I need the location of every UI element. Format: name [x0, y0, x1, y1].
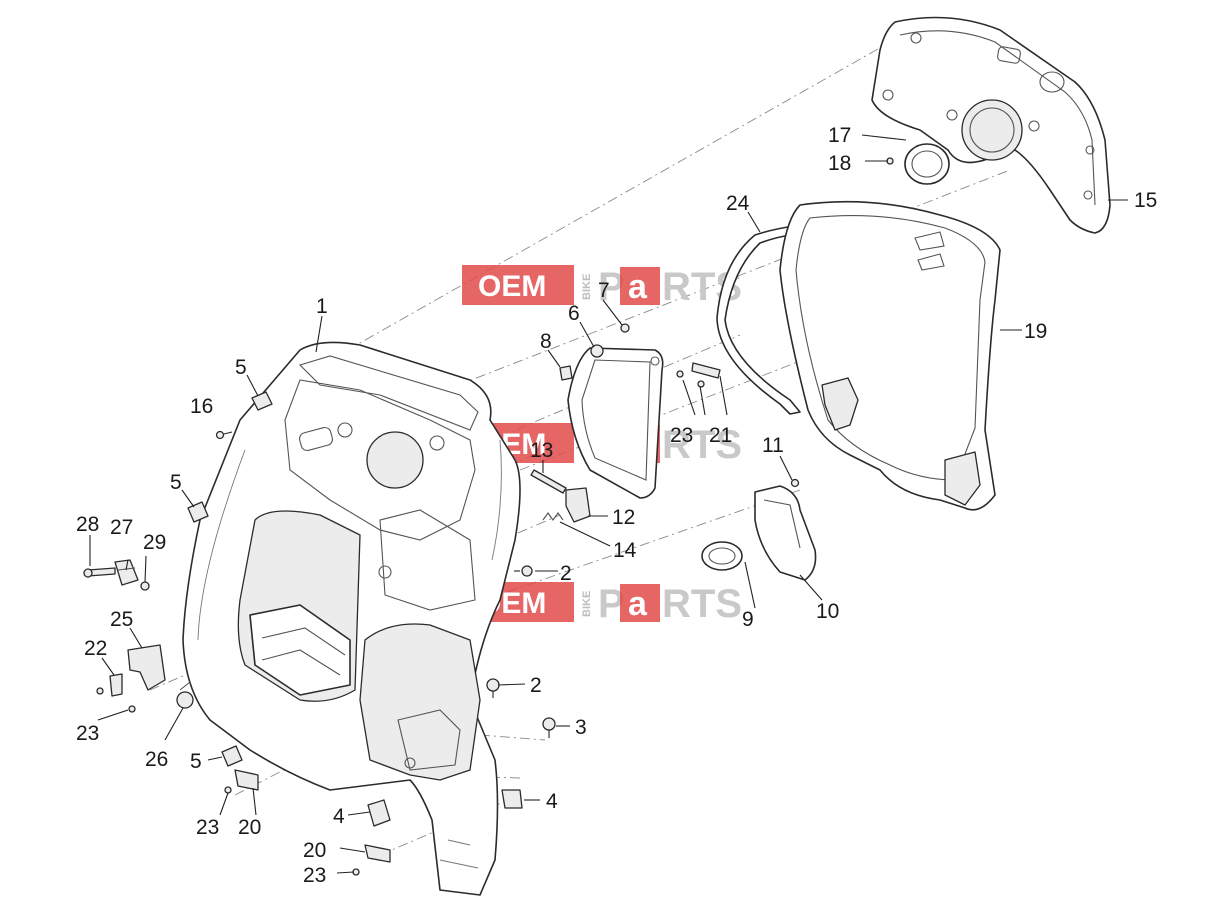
- part-4-clip-a: [367, 799, 391, 827]
- callout-25: 25: [110, 608, 133, 631]
- part-4-clip-b: [501, 789, 523, 809]
- part-22-plate: [109, 673, 123, 697]
- part-23-screw-c: [224, 786, 232, 794]
- part-3-fastener: [542, 717, 556, 738]
- part-23-screw-b: [128, 705, 136, 713]
- watermark-row-3: OEM BIKE P a RTS: [462, 582, 742, 626]
- part-23-screw-e: [676, 370, 684, 378]
- callout-13: 13: [530, 439, 553, 462]
- part-25-bracket: [127, 644, 166, 691]
- callout-14: 14: [613, 539, 637, 562]
- callout-18: 18: [828, 152, 851, 175]
- watermark-a: a: [628, 585, 648, 623]
- callout-20-left: 20: [238, 816, 261, 839]
- callout-5-top: 5: [235, 356, 247, 379]
- callout-5-mid: 5: [170, 471, 182, 494]
- callout-23-bottom-left: 23: [196, 816, 219, 839]
- callout-17: 17: [828, 124, 851, 147]
- part-29-nut: [140, 581, 150, 591]
- watermark-red-square: [620, 267, 660, 305]
- part-10-cover: [754, 485, 817, 581]
- part-20-plate-a: [234, 769, 259, 791]
- callout-27: 27: [110, 516, 133, 539]
- watermark-a: a: [628, 268, 648, 306]
- callout-8: 8: [540, 330, 552, 353]
- callout-29: 29: [143, 531, 166, 554]
- callout-21: 21: [709, 424, 732, 447]
- part-23-screw-a: [96, 687, 104, 695]
- callout-19: 19: [1024, 320, 1047, 343]
- part-17-ring: [904, 143, 950, 185]
- part-8-clip: [559, 365, 573, 381]
- callout-6: 6: [568, 302, 580, 325]
- part-14-spring: [542, 512, 564, 521]
- watermark-bike: BIKE: [581, 274, 593, 300]
- callout-22: 22: [84, 637, 107, 660]
- callout-23-bottom: 23: [303, 864, 326, 887]
- part-9-grommet: [701, 541, 743, 571]
- part-2-fastener-b: [486, 678, 500, 698]
- part-1-leg-shield-panel: [182, 341, 521, 896]
- callout-3: 3: [575, 716, 587, 739]
- part-11-screw: [790, 478, 800, 488]
- part-16-screw: [215, 430, 233, 440]
- callout-4-right: 4: [546, 790, 558, 813]
- part-12-latch: [565, 487, 591, 523]
- callouts: 1 2 2 3 4 4 5 5 5 6 7 8 9 10 11 12 13 14…: [76, 124, 1157, 887]
- part-27-hinge: [114, 559, 139, 586]
- part-28-bolt: [83, 567, 116, 578]
- callout-12: 12: [612, 506, 635, 529]
- callout-7: 7: [598, 279, 610, 302]
- part-5-clip-c: [221, 745, 243, 767]
- part-23-screw-f: [697, 380, 705, 388]
- callout-4-left: 4: [333, 805, 345, 828]
- callout-10: 10: [816, 600, 839, 623]
- callout-1: 1: [316, 295, 328, 318]
- watermark-rts: RTS: [662, 423, 742, 467]
- part-21-plate: [691, 362, 721, 379]
- part-26-lock: [176, 681, 194, 709]
- callout-23-left: 23: [76, 722, 99, 745]
- callout-26: 26: [145, 748, 168, 771]
- watermark-rts: RTS: [662, 582, 742, 626]
- part-2-fastener-a: [514, 565, 533, 577]
- part-13-pin: [530, 469, 567, 494]
- part-20-plate-b: [364, 844, 391, 863]
- part-5-clip-a: [251, 391, 273, 411]
- leader-lines: [89, 134, 1128, 874]
- callout-9: 9: [742, 608, 754, 631]
- callout-2-lower: 2: [530, 674, 542, 697]
- part-7-nut: [620, 323, 630, 333]
- callout-20-bottom: 20: [303, 839, 326, 862]
- callout-2-upper: 2: [560, 562, 572, 585]
- watermark-red-square: [620, 584, 660, 622]
- callout-16: 16: [190, 395, 213, 418]
- part-5-clip-b: [187, 501, 209, 523]
- callout-24: 24: [726, 192, 750, 215]
- callout-28: 28: [76, 513, 99, 536]
- watermark-red-block: [462, 265, 574, 305]
- callout-23-right: 23: [670, 424, 693, 447]
- watermark-bike: BIKE: [581, 591, 593, 617]
- part-6-glovebox-door: [567, 344, 664, 499]
- part-15-upper-panel: [871, 16, 1111, 234]
- watermark-oem: OEM: [478, 270, 546, 303]
- callout-5-bottom: 5: [190, 750, 202, 773]
- callout-11: 11: [762, 434, 784, 457]
- part-19-rear-panel: [779, 200, 1001, 511]
- callout-15: 15: [1134, 189, 1157, 212]
